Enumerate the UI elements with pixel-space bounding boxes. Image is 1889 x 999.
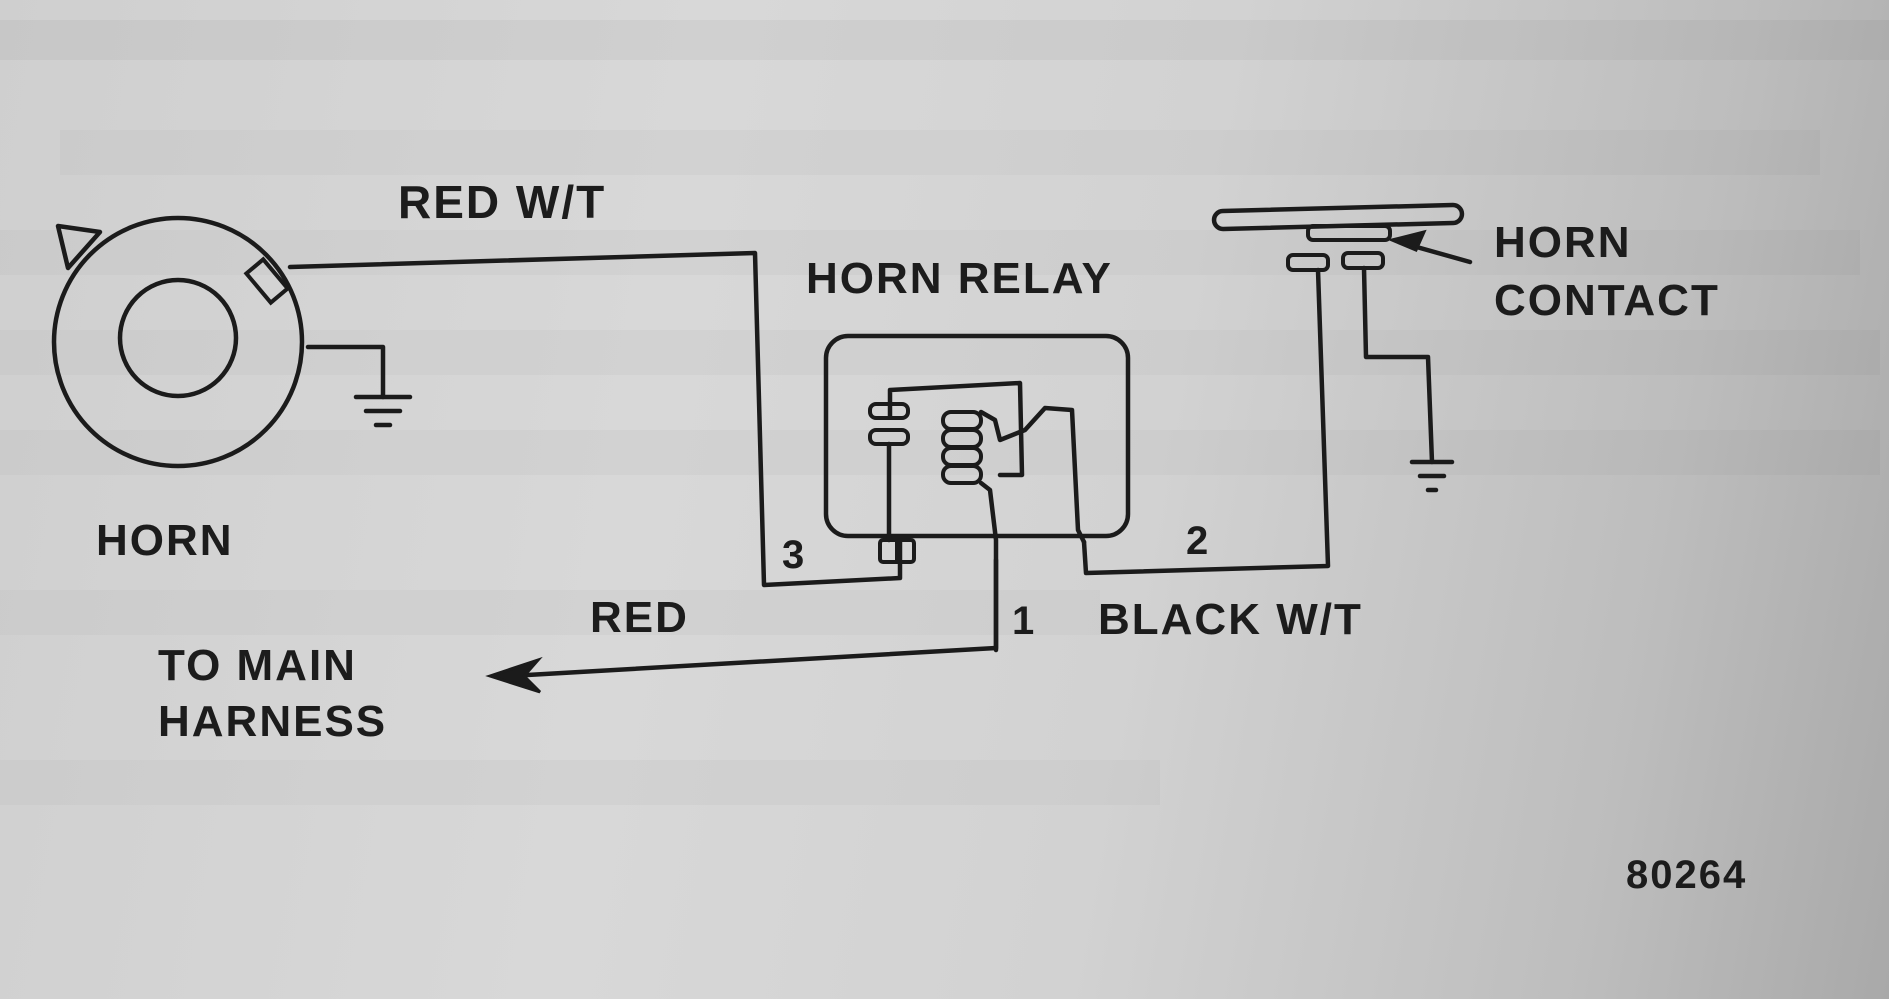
- wire-label-red-wt: RED W/T: [398, 176, 606, 228]
- figure-id: 80264: [1626, 853, 1747, 897]
- terminal-3-label: 3: [782, 533, 804, 577]
- terminal-2-label: 2: [1186, 519, 1208, 563]
- red-wire-to-harness: [485, 557, 999, 694]
- horn-ground-symbol: [305, 344, 413, 428]
- relay-label: HORN RELAY: [806, 254, 1113, 303]
- horn-contact-label-line1: HORN: [1494, 218, 1632, 267]
- horn-symbol: [51, 215, 305, 469]
- horn-contact-arrow: [1387, 229, 1473, 265]
- red-wt-wire: [287, 250, 903, 588]
- horn-label: HORN: [96, 516, 234, 565]
- wire-label-black-wt: BLACK W/T: [1098, 595, 1363, 644]
- horn-contact: [1211, 202, 1465, 493]
- black-wt-wire: [1081, 267, 1331, 576]
- wire-label-red: RED: [590, 593, 689, 642]
- terminal-1-label: 1: [1012, 599, 1034, 643]
- to-main-harness-label-line2: HARNESS: [158, 697, 387, 746]
- to-main-harness-label-line1: TO MAIN: [158, 641, 357, 690]
- horn-contact-label-line2: CONTACT: [1494, 276, 1720, 325]
- horn-relay: [823, 333, 1131, 653]
